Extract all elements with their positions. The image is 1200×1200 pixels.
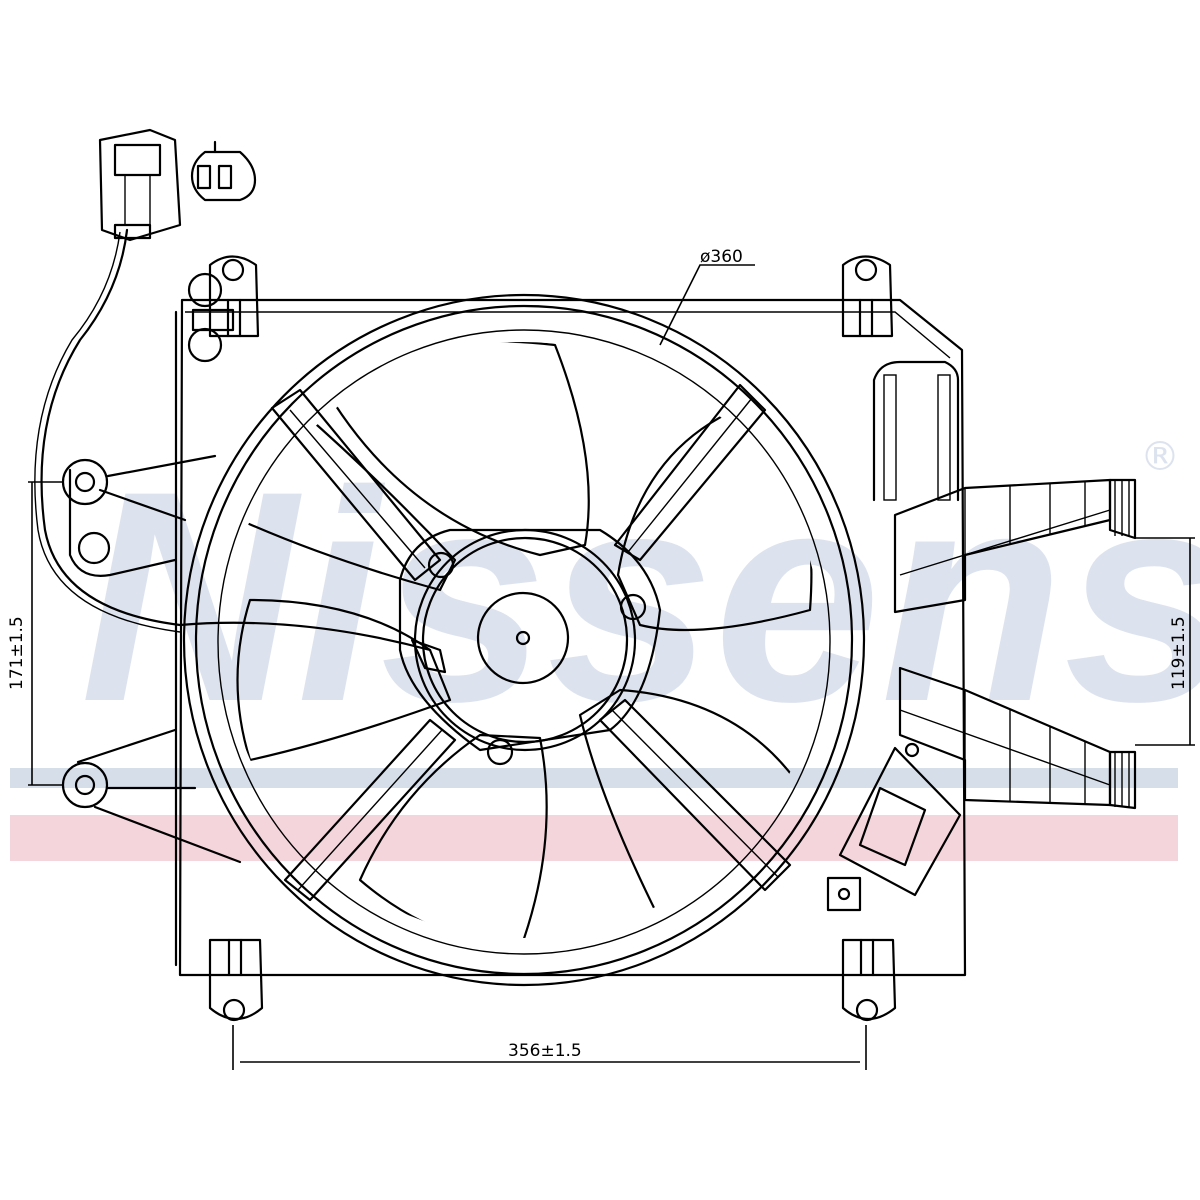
motor-hub	[398, 528, 662, 766]
resistor-module	[826, 742, 962, 912]
watermark-stripe-blue	[10, 768, 1178, 788]
left-clips	[61, 272, 242, 864]
dimension-right-height: 119±1.5	[1135, 537, 1195, 746]
mounting-tab-bottom-right	[841, 938, 897, 1022]
registered-mark: ®	[1140, 434, 1180, 480]
wire-harness	[34, 228, 432, 652]
right-rib-upper	[893, 478, 1137, 614]
top-right-bracket	[872, 360, 960, 502]
left-height-label: 171±1.5	[7, 616, 27, 690]
right-height-label: 119±1.5	[1169, 616, 1189, 690]
dimension-width: 356±1.5	[232, 1025, 867, 1070]
watermark-stripe-pink	[10, 815, 1178, 861]
motor-support-arms	[270, 383, 792, 902]
connector-end-view-icon	[190, 140, 257, 202]
right-rib-lower	[898, 666, 1137, 810]
mounting-tab-top-right	[841, 255, 894, 338]
dimension-diameter: ø360	[659, 247, 755, 346]
mounting-tab-bottom-left	[208, 938, 264, 1022]
diameter-label: ø360	[700, 247, 743, 267]
width-label: 356±1.5	[508, 1041, 582, 1061]
wire-connector	[98, 128, 182, 242]
dimension-left-height: 171±1.5	[7, 481, 62, 786]
